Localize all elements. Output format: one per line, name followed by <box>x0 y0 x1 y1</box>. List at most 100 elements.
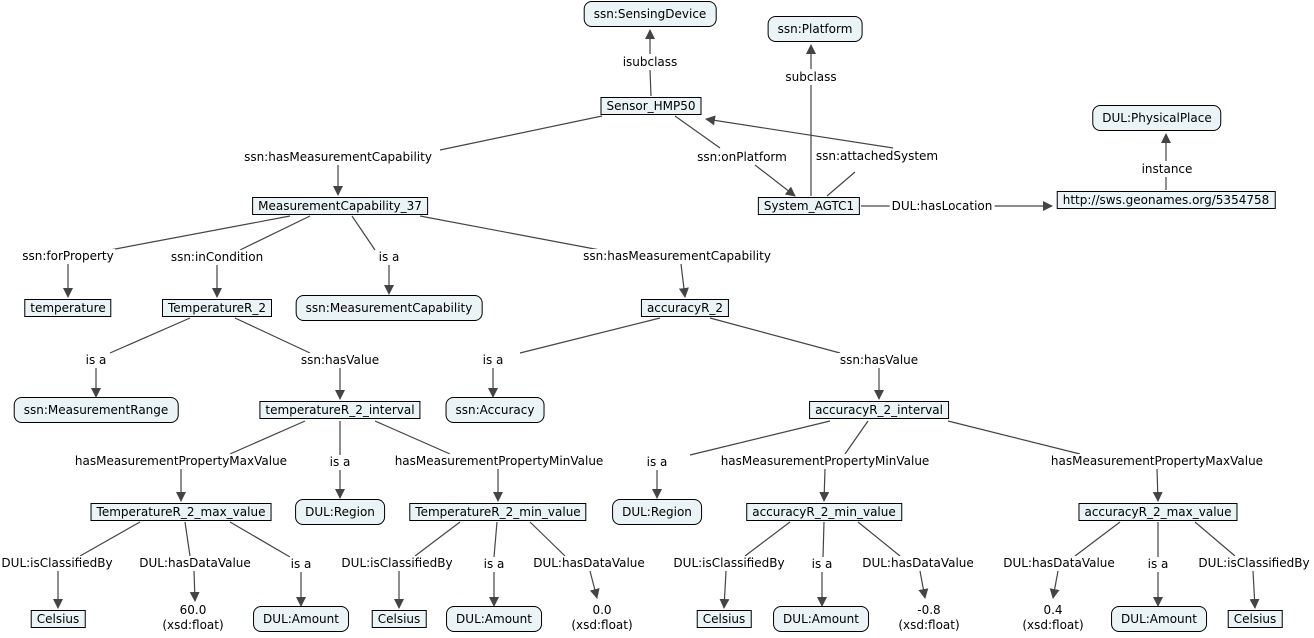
edge-label-has-value-temp: ssn:hasValue <box>298 353 382 367</box>
value-minus-0-8-number: -0.8 <box>917 603 941 617</box>
edge-classified-3-in <box>744 521 791 557</box>
node-dul-amount-2[interactable]: DUL:Amount <box>446 606 542 632</box>
edge-data-value-2-in <box>529 521 566 557</box>
value-0-4-type: (xsd:float) <box>1022 618 1084 632</box>
edge-label-is-a-accuracy: is a <box>480 353 506 367</box>
edge-acc-max-prop-in <box>947 420 1081 455</box>
node-accuracy-r2-min-value[interactable]: accuracyR_2_min_value <box>746 503 902 521</box>
edge-has-value-acc-in <box>709 317 841 354</box>
edge-label-data-value-1: DUL:hasDataValue <box>137 556 253 570</box>
edge-label-temp-min-prop: hasMeasurementPropertyMinValue <box>392 454 606 468</box>
edge-data-value-1-out <box>189 570 200 602</box>
node-celsius-3[interactable]: Celsius <box>696 610 752 628</box>
edge-data-value-3-out <box>918 570 929 599</box>
edge-label-instance: instance <box>1139 162 1195 176</box>
edge-data-value-4-out <box>1049 570 1060 599</box>
edge-label-has-value-acc: ssn:hasValue <box>837 353 921 367</box>
edge-has-mcap-1-in <box>439 115 603 151</box>
edge-label-classified-1: DUL:isClassifiedBy <box>0 556 115 570</box>
value-0-number: 0.0 <box>592 603 612 617</box>
edge-label-temp-max-prop: hasMeasurementPropertyMaxValue <box>72 454 290 468</box>
edge-label-in-condition: ssn:inCondition <box>168 250 266 264</box>
edge-has-value-temp-in <box>234 317 311 354</box>
node-dul-region-1[interactable]: DUL:Region <box>295 499 385 525</box>
node-value-60[interactable]: 60.0 (xsd:float) <box>162 603 224 633</box>
node-measurement-capability-37[interactable]: MeasurementCapability_37 <box>252 197 428 215</box>
edge-label-attached-system: ssn:attachedSystem <box>813 149 941 163</box>
edge-label-is-a-region-1: is a <box>327 455 353 469</box>
value-0-type: (xsd:float) <box>571 618 633 632</box>
edge-label-classified-3: DUL:isClassifiedBy <box>671 556 787 570</box>
edge-label-isubclass: isubclass <box>620 55 680 69</box>
node-temperature-r2-max-value[interactable]: TemperatureR_2_max_value <box>90 503 272 521</box>
node-ssn-accuracy[interactable]: ssn:Accuracy <box>445 397 545 423</box>
edge-label-on-platform: ssn:onPlatform <box>695 150 789 164</box>
edge-label-has-location: DUL:hasLocation <box>889 199 995 213</box>
edge-on-platform-in <box>674 115 721 149</box>
node-ssn-platform[interactable]: ssn:Platform <box>767 16 863 42</box>
edge-has-mcap-2-out <box>678 263 689 298</box>
edge-has-mcap-2-in <box>419 215 601 251</box>
edge-classified-1-in <box>79 521 141 557</box>
edge-label-classified-4: DUL:isClassifiedBy <box>1196 556 1312 570</box>
edge-attached-system-in <box>826 171 856 197</box>
node-ssn-measurement-capability[interactable]: ssn:MeasurementCapability <box>295 295 483 321</box>
node-sensor-hmp50[interactable]: Sensor_HMP50 <box>600 97 702 115</box>
node-value-0[interactable]: 0.0 (xsd:float) <box>571 603 633 633</box>
node-accuracy-r2[interactable]: accuracyR_2 <box>640 299 730 317</box>
edge-label-data-value-4: DUL:hasDataValue <box>1001 556 1117 570</box>
edge-acc-min-prop-out <box>819 468 830 502</box>
node-celsius-1[interactable]: Celsius <box>30 610 86 628</box>
value-60-type: (xsd:float) <box>162 618 224 632</box>
node-accuracy-r2-interval[interactable]: accuracyR_2_interval <box>809 401 949 419</box>
edge-label-data-value-3: DUL:hasDataValue <box>860 556 976 570</box>
node-dul-amount-4[interactable]: DUL:Amount <box>1111 606 1207 632</box>
edge-label-is-a-mcap: is a <box>376 250 402 264</box>
edge-isa-mcap-in <box>351 215 376 251</box>
node-dul-amount-3[interactable]: DUL:Amount <box>773 606 869 632</box>
node-ssn-measurement-range[interactable]: ssn:MeasurementRange <box>13 397 179 423</box>
edge-classified-3-out <box>719 570 730 609</box>
edge-temp-min-prop-in <box>374 420 451 455</box>
node-temperature-r2-min-value[interactable]: TemperatureR_2_min_value <box>409 503 587 521</box>
edge-attached-system-out <box>705 115 894 149</box>
edge-data-value-2-out <box>589 570 600 599</box>
node-value-0-4[interactable]: 0.4 (xsd:float) <box>1022 603 1084 633</box>
edge-temp-max-prop-in <box>229 420 306 455</box>
node-temperature[interactable]: temperature <box>24 299 112 317</box>
node-temperature-r2-interval[interactable]: temperatureR_2_interval <box>259 401 421 419</box>
edge-isubclass-in <box>649 69 652 97</box>
node-accuracy-r2-max-value[interactable]: accuracyR_2_max_value <box>1078 503 1238 521</box>
edge-isa-region-2-in <box>689 420 831 456</box>
value-0-4-number: 0.4 <box>1043 603 1063 617</box>
edge-label-subclass: subclass <box>783 70 839 84</box>
edge-isa-amount-1-in <box>229 521 291 558</box>
node-system-agtc1[interactable]: System_AGTC1 <box>757 197 861 215</box>
node-dul-region-2[interactable]: DUL:Region <box>612 499 702 525</box>
node-ssn-sensing-device[interactable]: ssn:SensingDevice <box>583 1 717 27</box>
edge-label-has-measurement-capability-2: ssn:hasMeasurementCapability <box>581 249 773 263</box>
edge-acc-min-prop-in <box>844 420 869 455</box>
edge-isa-mrange-in <box>109 317 191 354</box>
edge-label-acc-min-prop: hasMeasurementPropertyMinValue <box>718 454 932 468</box>
edge-in-condition-in <box>239 215 311 251</box>
node-dul-physical-place[interactable]: DUL:PhysicalPlace <box>1092 105 1222 131</box>
edge-label-classified-2: DUL:isClassifiedBy <box>339 556 455 570</box>
edge-label-is-a-amount-3: is a <box>809 557 835 571</box>
edge-on-platform-out <box>754 164 796 197</box>
edge-data-value-4-in <box>1074 521 1121 557</box>
edge-data-value-1-in <box>184 521 191 557</box>
edge-isa-accuracy-in <box>519 317 661 354</box>
node-geonames-uri[interactable]: http://sws.geonames.org/5354758 <box>1056 191 1276 209</box>
node-temperature-r2[interactable]: TemperatureR_2 <box>162 299 272 317</box>
edge-acc-max-prop-out <box>1152 468 1163 502</box>
edge-for-property-in <box>109 215 291 251</box>
node-celsius-4[interactable]: Celsius <box>1227 610 1283 628</box>
node-value-minus-0-8[interactable]: -0.8 (xsd:float) <box>898 603 960 633</box>
node-celsius-2[interactable]: Celsius <box>371 610 427 628</box>
value-minus-0-8-type: (xsd:float) <box>898 618 960 632</box>
edge-isa-amount-3-in <box>822 521 825 558</box>
value-60-number: 60.0 <box>179 603 207 617</box>
node-dul-amount-1[interactable]: DUL:Amount <box>253 606 349 632</box>
